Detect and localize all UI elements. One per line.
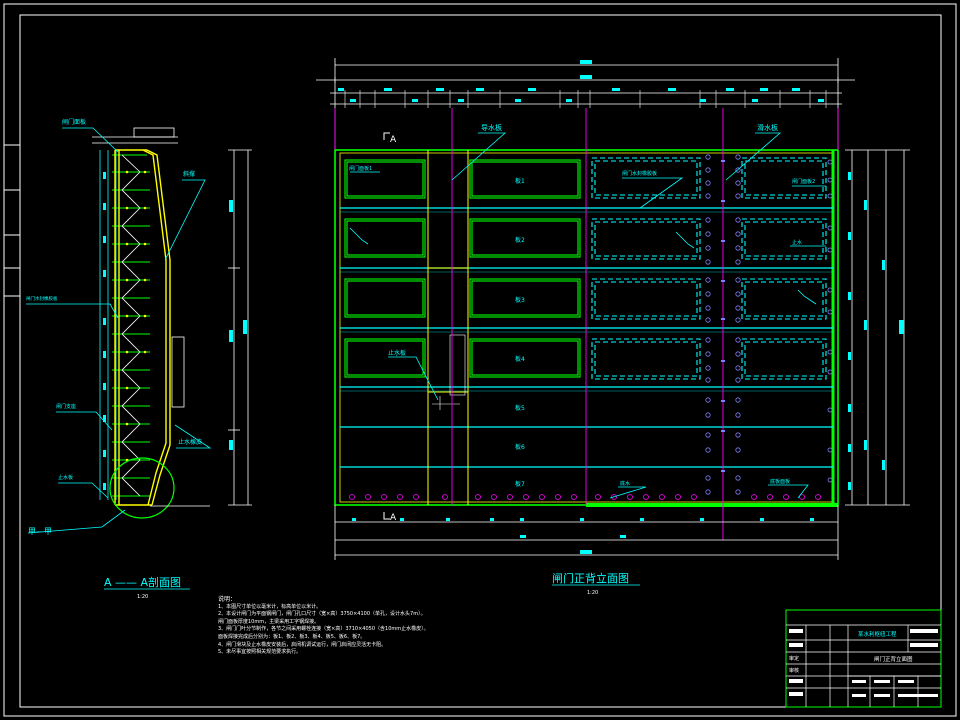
callout-seal-plate: 闸门水封橡胶板 [26, 295, 58, 302]
panel-label-3: 板3 [515, 296, 525, 304]
section-dim-values-right [229, 200, 247, 450]
callout-seal-rubber: 闸门水封橡胶板 [622, 170, 657, 177]
notes-item-7: 5、未尽事宜按照相关规范要求执行。 [218, 649, 302, 656]
section-mark-bottom: A [390, 513, 397, 523]
section-dim-labels-left [103, 172, 106, 490]
section-dim-chain-left [99, 150, 117, 500]
detail-circle [109, 457, 175, 519]
panel-label-5: 板5 [515, 404, 525, 412]
back-panels [591, 157, 827, 380]
callout-gate-face: 闸门面板 [62, 118, 86, 126]
centerlines [334, 108, 839, 540]
stile-bolts-center [721, 160, 725, 472]
elevation-dim-bottom [334, 505, 839, 560]
panel-label-4: 板4 [515, 355, 525, 363]
inner-frame [19, 14, 942, 708]
elevation-leaders [350, 132, 826, 499]
section-mark-top: A [390, 135, 397, 145]
panel-label-6: 板6 [515, 443, 525, 451]
notes-item-4: 3、闸门门叶分节制作，各节之间采用螺栓连接（宽×高）3710×4050（含10m… [218, 626, 429, 633]
panel-label-2: 板2 [515, 236, 525, 244]
panel-label-7: 板7 [515, 480, 525, 488]
notes-item-1: 1、本图尺寸单位以毫米计，标高单位以米计。 [218, 603, 322, 610]
gate-central-stile [427, 150, 469, 505]
callout-rubber-seal: 止水橡皮 [178, 438, 202, 446]
weld-marks [349, 227, 817, 305]
outer-frame [3, 3, 957, 717]
elevation-scale: 1:20 [587, 590, 598, 596]
notes-title: 说明： [218, 596, 237, 603]
callout-guide-plate: 导水板 [481, 123, 502, 132]
notes-item-5: 面板焊接完成后分别为：板1、板2、板3、板4、板5、板6、板7。 [218, 633, 366, 640]
callout-seal-bar: 止水板 [58, 474, 73, 481]
notes-item-6: 4、闸门滑块及止水橡皮安装后，启闭机调试运行，闸门启闭应灵活无卡阻。 [218, 641, 387, 648]
gate-slot [171, 336, 185, 408]
elevation-dim-values-right [848, 172, 904, 490]
section-title: A —— A剖面图 [104, 575, 181, 589]
section-view: 闸门面板 斜撑 闸门水封橡胶板 闸门支座 止水橡皮 止水板 甲—甲 A —— A… [26, 118, 252, 600]
callout-face-plate-2: 闸门面板2 [792, 178, 815, 185]
callout-face-plate-1: 闸门面板1 [349, 165, 372, 172]
binding-strip [4, 144, 20, 297]
callout-seal: 止水 [792, 239, 802, 246]
title-block-drawing-title: 闸门正背立面图 [874, 655, 913, 663]
elevation-view: A A 板1 板2 板3 板4 板5 板6 板7 导水板 滑水板 闸门面板1 闸… [316, 58, 910, 596]
cut-marker: 甲—甲 [28, 527, 52, 536]
callout-bottom-plate: 底板面板 [770, 478, 790, 485]
title-block-row-2: 审核 [789, 667, 799, 674]
panel-label-1: 板1 [515, 177, 525, 185]
side-bolts [827, 159, 833, 483]
title-block: 某水利枢纽工程 闸门正背立面图 审定 审核 [785, 609, 942, 708]
callout-bottom-water: 底水 [620, 480, 630, 487]
notes-item-2: 2、本设计闸门为平面钢闸门，闸门孔口尺寸（宽×高）3750×4100（单孔，设计… [218, 611, 426, 618]
callout-slide-plate: 滑水板 [757, 123, 778, 132]
section-gate-outline [114, 149, 171, 506]
title-block-row-1: 审定 [789, 655, 799, 662]
bottom-bolts [349, 494, 821, 500]
elevation-dim-values-top [338, 60, 824, 102]
stile-bolts [705, 154, 741, 495]
section-bracing [121, 154, 141, 497]
elevation-dim-ticks-top [334, 77, 839, 108]
elevation-dim-values-bottom [352, 518, 814, 554]
title-block-project: 某水利枢纽工程 [858, 630, 897, 638]
section-dim-chain-right [228, 149, 252, 506]
front-panels [344, 159, 581, 378]
drawing-notes: 说明： 1、本图尺寸单位以毫米计，标高单位以米计。 2、本设计闸门为平面钢闸门，… [218, 596, 618, 657]
elevation-dim-top [316, 58, 855, 150]
section-bolts [125, 170, 147, 462]
callout-brace: 斜撑 [183, 170, 195, 178]
callout-seal-bar: 止水板 [388, 349, 406, 357]
elevation-title: 闸门正背立面图 [552, 571, 629, 585]
notes-item-3: 闸门面板厚度10mm，主梁采用工字钢焊接。 [218, 618, 320, 625]
section-leaders [26, 127, 212, 534]
gate-horizontal-beams [340, 207, 833, 468]
callout-support: 闸门支座 [56, 403, 76, 410]
section-scale: 1:20 [137, 594, 148, 600]
